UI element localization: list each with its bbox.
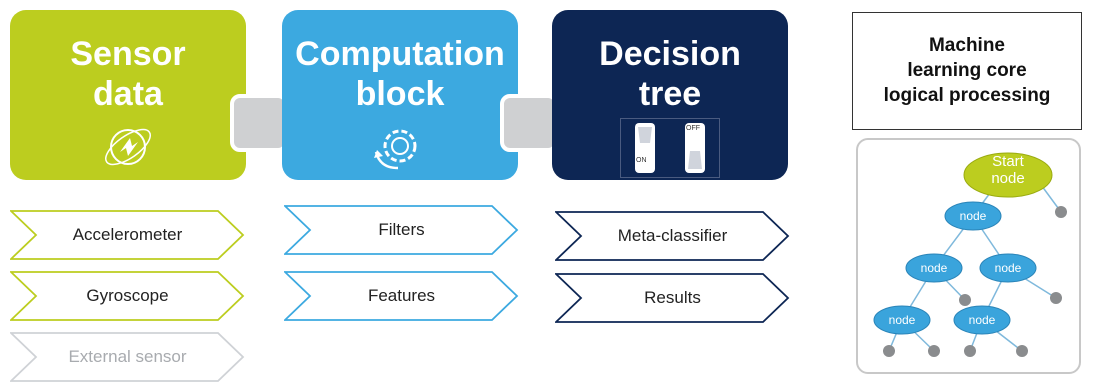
on-switch-label: ON [636,157,647,164]
off-switch-icon [685,123,705,173]
chevron-features: Features [284,271,519,321]
chevron-gyroscope: Gyroscope [10,271,245,321]
leaf-node [959,294,971,306]
gear-cycle-icon [374,129,417,170]
chevron-meta-classifier: Meta-classifier [555,211,790,261]
decision-tree-title: Decision tree [599,35,741,113]
tree-node-label: node [994,261,1022,275]
computation-block-title: Computation block [295,35,505,113]
tree-panel: Start node node node node node node [856,138,1081,374]
sensor-data-block: Sensor data [10,10,246,180]
switch-panel: ON OFF [620,118,720,178]
tree-node-label: node [920,261,948,275]
chevron-accelerometer: Accelerometer [10,210,245,260]
on-switch-icon [635,123,655,173]
chevron-results: Results [555,273,790,323]
leaf-node [928,345,940,357]
chevron-external-sensor: External sensor [10,332,245,382]
tree-node [905,253,963,283]
tree-node-label: node [959,209,987,223]
leaf-node [1016,345,1028,357]
tree-node-label: node [888,313,916,327]
sensor-computation-connector [230,94,288,152]
sensor-icon [105,128,151,166]
tree-node [953,305,1011,335]
leaf-node [883,345,895,357]
leaf-node [1055,206,1067,218]
tree-node [979,253,1037,283]
tree-node [944,201,1002,231]
leaf-node [1050,292,1062,304]
sensor-data-title: Sensor data [70,35,186,113]
computation-decision-connector [500,94,558,152]
leaf-node [964,345,976,357]
computation-block: Computation block [282,10,518,180]
tree-node-label: node [968,313,996,327]
start-node-label: Start node [991,153,1025,187]
decision-tree-graph [873,152,1067,357]
ml-core-label-box: Machine learning core logical processing [852,12,1082,130]
off-switch-label: OFF [686,125,700,132]
decision-tree-block: Decision tree ON OFF [552,10,788,180]
tree-node [873,305,931,335]
chevron-filters: Filters [284,205,519,255]
start-node [963,152,1053,198]
